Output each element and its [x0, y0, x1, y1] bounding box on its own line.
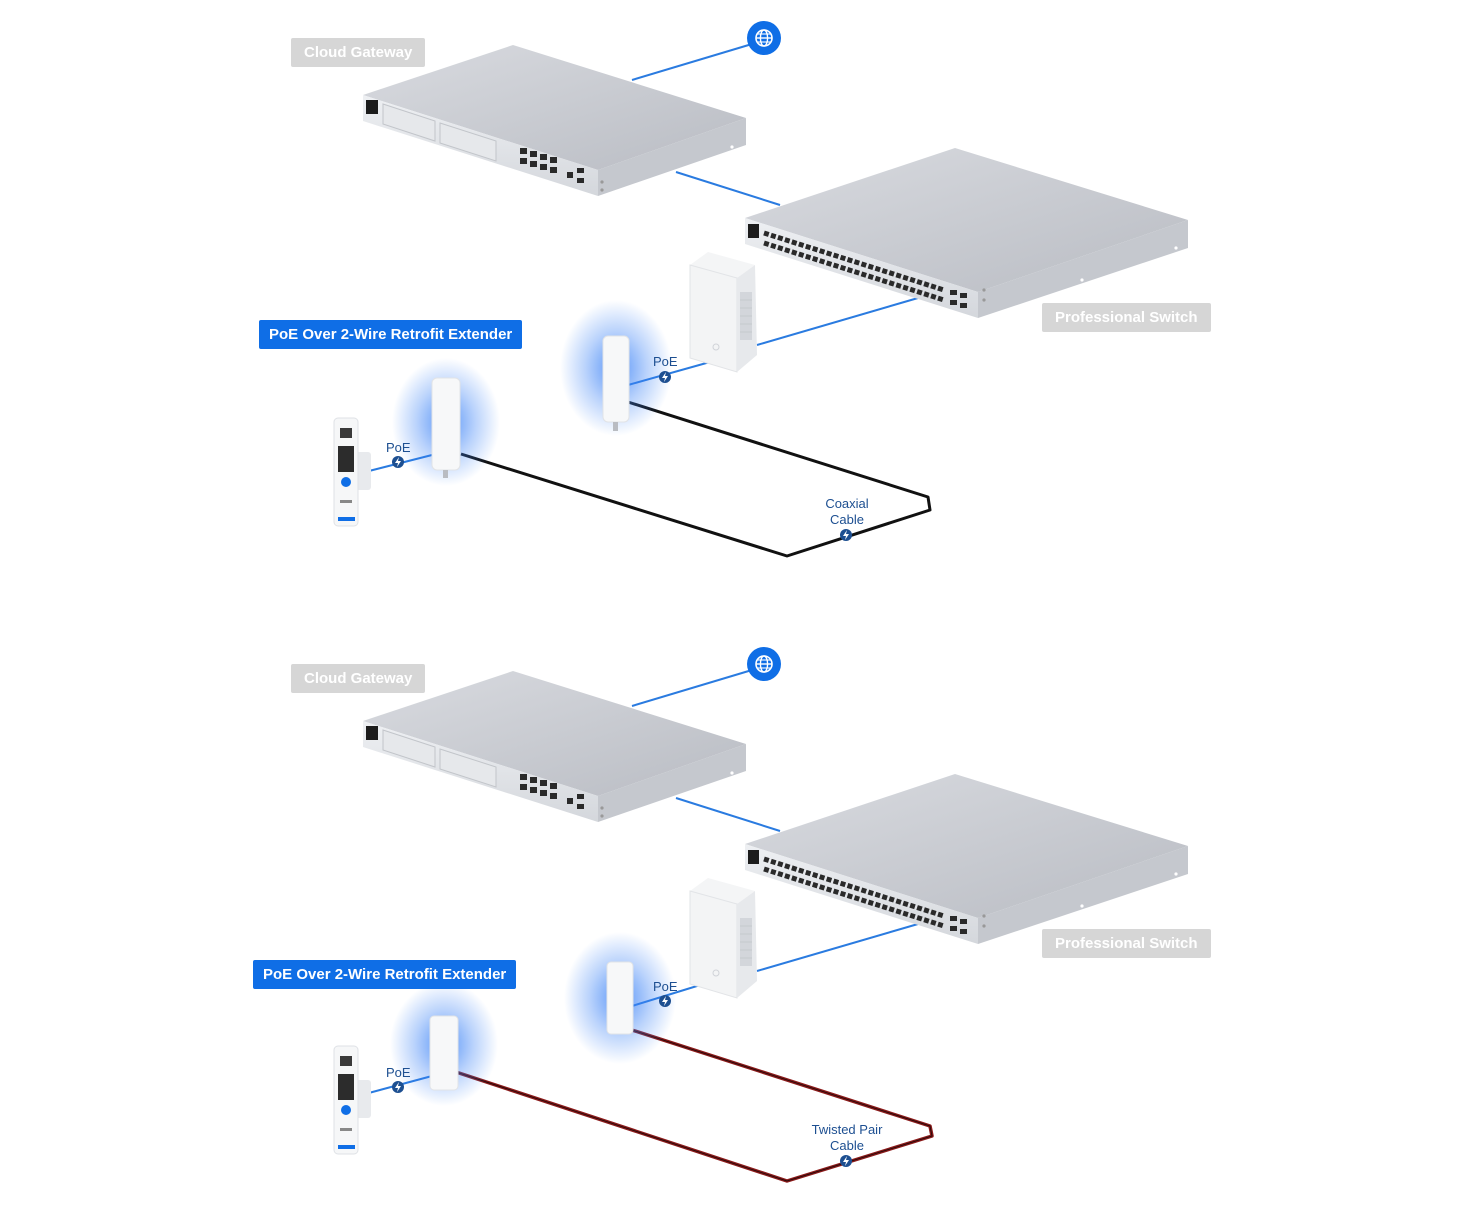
gateway-switch-link	[675, 797, 781, 832]
diagram-coaxial: Cloud Gateway Professional Switch PoE Ov…	[0, 0, 1467, 600]
poe-hub-device	[689, 252, 757, 373]
cable-type-line2: Cable	[830, 1138, 864, 1153]
diagram-twisted-pair: Cloud Gateway Professional Switch PoE Ov…	[0, 626, 1467, 1226]
poe-label-left: PoE	[386, 1065, 411, 1080]
switch-hub-link	[756, 923, 919, 972]
cable-type-line1: Coaxial	[825, 496, 869, 511]
access-reader-device	[333, 417, 371, 527]
globe-icon	[747, 21, 781, 55]
poe-label-right: PoE	[653, 354, 678, 369]
poe-hub-device	[689, 878, 757, 999]
switch-hub-link	[756, 297, 919, 346]
access-reader-device	[333, 1045, 371, 1155]
bolt-icon	[840, 529, 852, 541]
internet-link	[631, 669, 753, 707]
cloud-gateway-device	[363, 671, 746, 822]
poe-label-left: PoE	[386, 440, 411, 455]
cloud-gateway-label: Cloud Gateway	[291, 664, 426, 693]
coaxial-cable	[460, 400, 932, 558]
professional-switch-device	[745, 148, 1188, 318]
cable-type-label: Twisted Pair Cable	[806, 1122, 888, 1154]
retrofit-extender-left	[429, 1015, 459, 1091]
bolt-icon	[659, 995, 671, 1007]
bolt-icon	[392, 456, 404, 468]
cable-type-line1: Twisted Pair	[811, 1122, 883, 1137]
poe-label-right: PoE	[653, 979, 678, 994]
bolt-icon	[840, 1155, 852, 1167]
extender-label: PoE Over 2-Wire Retrofit Extender	[259, 320, 523, 349]
bolt-icon	[659, 371, 671, 383]
bolt-icon	[392, 1081, 404, 1093]
network-diagram-coaxial	[333, 21, 1188, 558]
cable-type-label: Coaxial Cable	[818, 496, 876, 528]
cloud-gateway-device	[363, 45, 746, 196]
gateway-switch-link	[675, 171, 781, 206]
globe-icon	[747, 647, 781, 681]
cloud-gateway-label: Cloud Gateway	[291, 38, 426, 67]
internet-link	[631, 43, 753, 81]
extender-label: PoE Over 2-Wire Retrofit Extender	[253, 960, 517, 989]
professional-switch-device	[745, 774, 1188, 944]
network-diagram-twisted-pair	[333, 647, 1188, 1183]
retrofit-extender-right	[606, 961, 634, 1035]
cable-type-line2: Cable	[830, 512, 864, 527]
retrofit-extender-right	[602, 335, 630, 431]
professional-switch-label: Professional Switch	[1042, 929, 1211, 958]
retrofit-extender-left	[431, 377, 461, 478]
professional-switch-label: Professional Switch	[1042, 303, 1211, 332]
